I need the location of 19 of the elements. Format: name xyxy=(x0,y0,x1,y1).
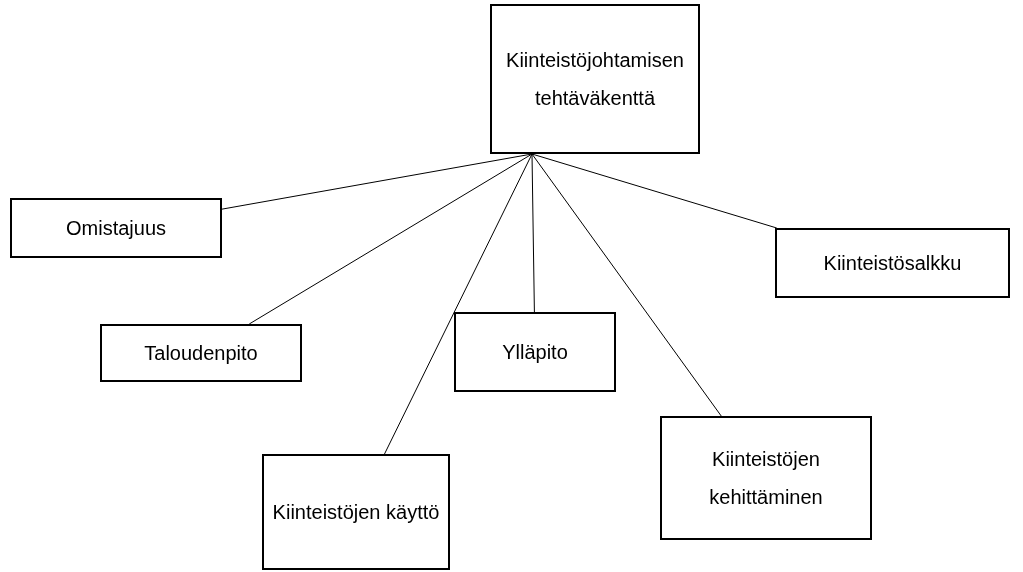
connector-line xyxy=(384,153,533,455)
text-box xyxy=(660,416,872,540)
text-box xyxy=(490,4,700,154)
box-label: Kiinteistöjohtamisen tehtäväkenttä xyxy=(505,48,685,111)
connector-line xyxy=(531,153,535,313)
text-box xyxy=(262,454,450,570)
box-label: Taloudenpito xyxy=(144,341,258,366)
text-box xyxy=(100,324,302,382)
box-label: Kiinteistöjen käyttö xyxy=(272,500,440,525)
text-box xyxy=(454,312,616,392)
connector-line xyxy=(531,153,778,229)
connector-line xyxy=(248,153,533,325)
box-label: Kiinteistösalkku xyxy=(823,251,962,276)
box-label: Kiinteistöjen kehittäminen xyxy=(708,447,824,510)
text-box xyxy=(10,198,222,258)
connector-line xyxy=(531,153,722,417)
box-label: Ylläpito xyxy=(502,340,568,365)
text-box xyxy=(775,228,1010,298)
box-label: Omistajuus xyxy=(66,216,166,241)
